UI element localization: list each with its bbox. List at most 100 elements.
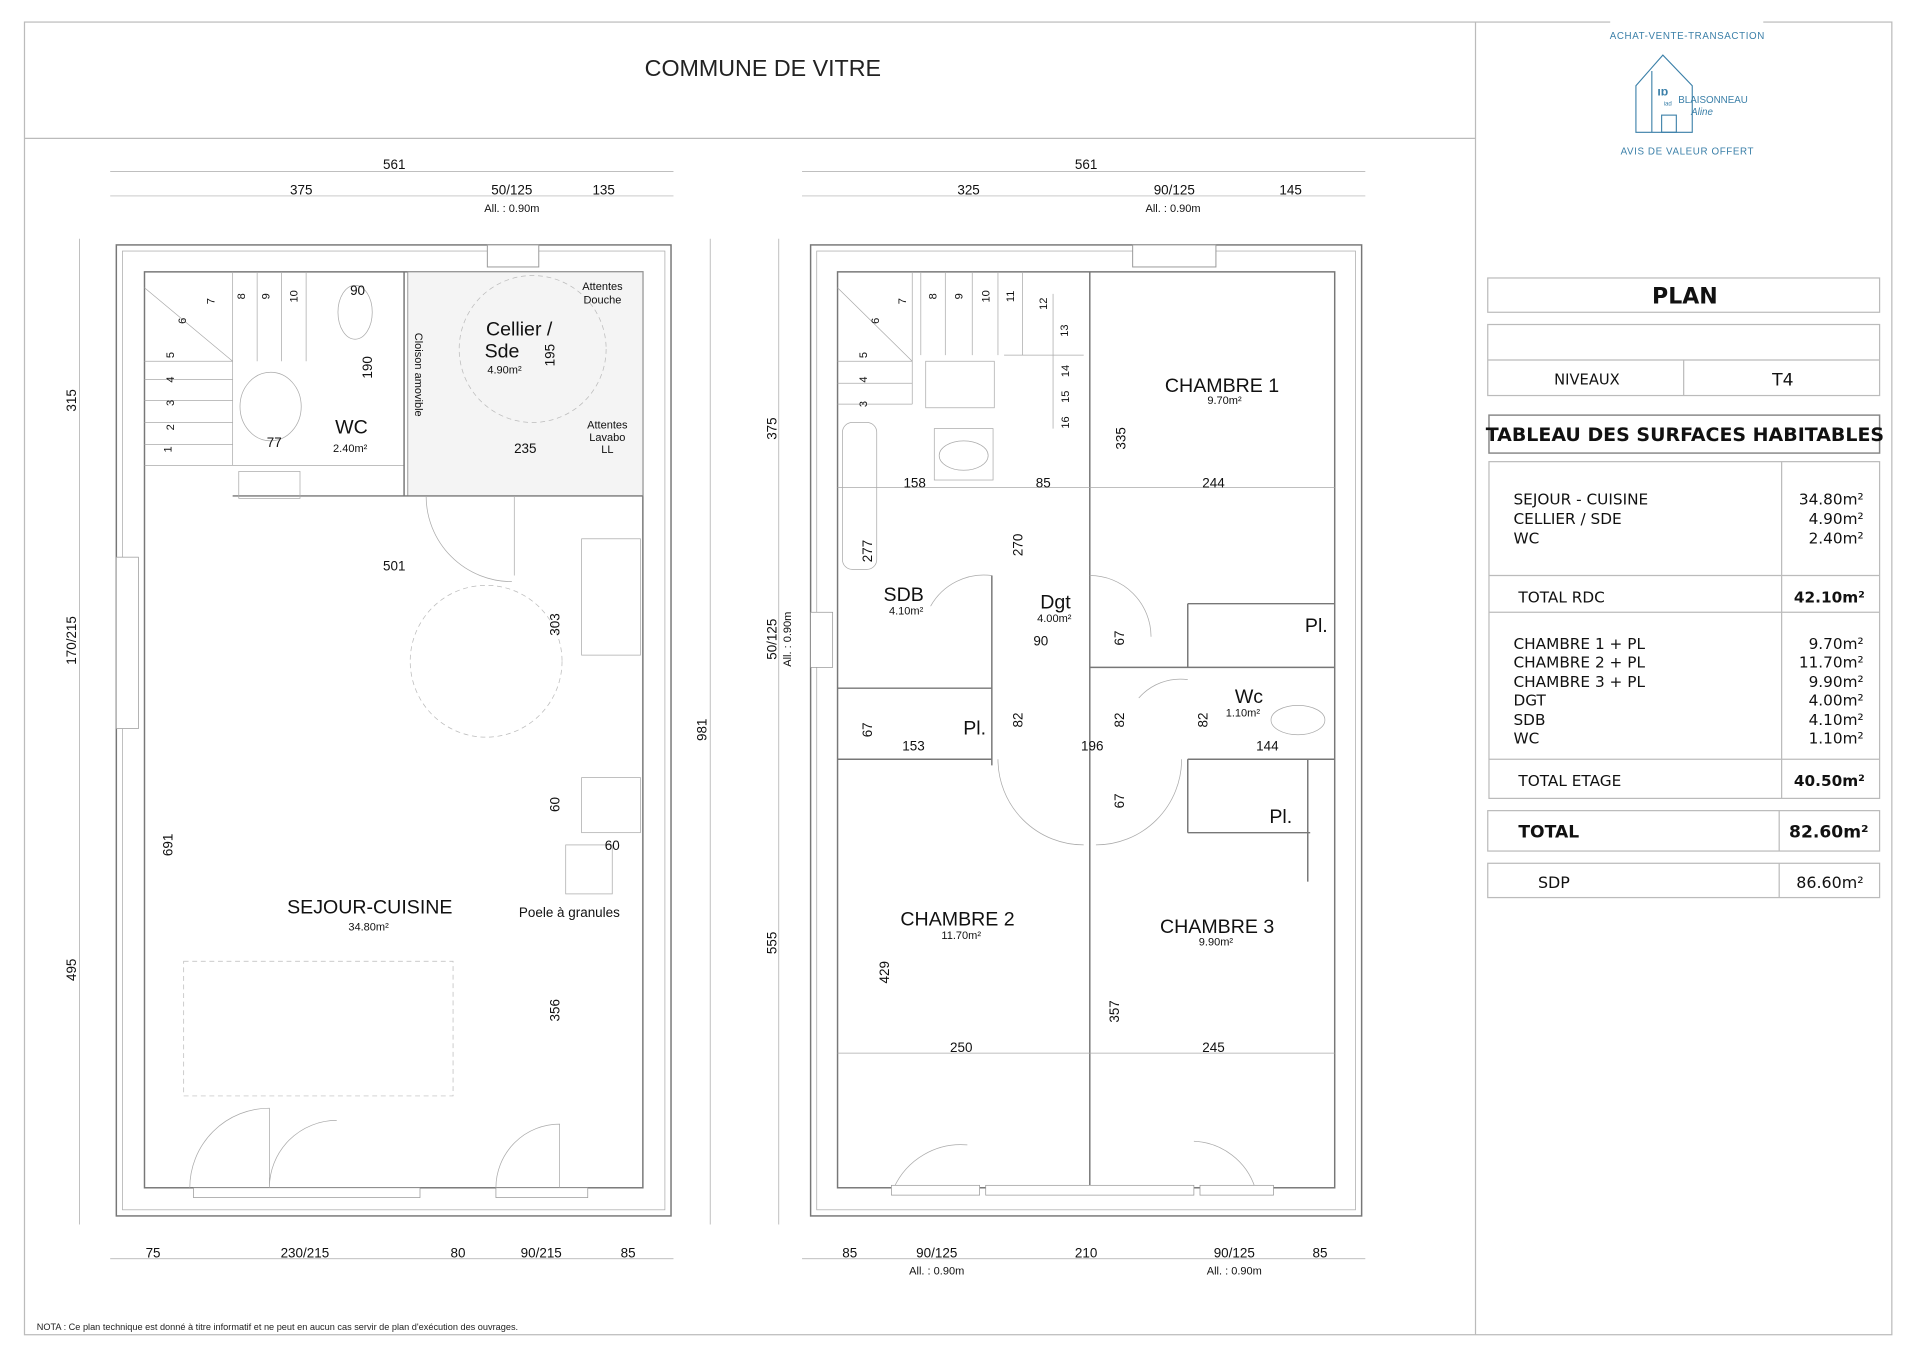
dim-label: 303 — [548, 613, 563, 635]
dim-label: 67 — [1112, 793, 1127, 808]
svg-text:11: 11 — [1005, 291, 1017, 302]
svg-text:5: 5 — [858, 352, 870, 358]
svg-text:3: 3 — [858, 401, 870, 407]
svg-text:CHAMBRE 3 + PL: CHAMBRE 3 + PL — [1513, 673, 1645, 691]
table-title: TABLEAU DES SURFACES HABITABLES — [1486, 424, 1884, 446]
total-etage-value: 40.50m² — [1794, 772, 1865, 790]
dim-label: 77 — [267, 435, 282, 450]
annotation: Attentes — [587, 420, 628, 432]
dim-label: 82 — [1010, 713, 1025, 728]
dim-label: 235 — [514, 441, 536, 456]
annotation: Douche — [583, 295, 621, 307]
room-name-cellier: Cellier / — [486, 319, 553, 341]
partition-label: Cloison amovible — [412, 333, 424, 417]
closet-label: Pl. — [1305, 615, 1328, 637]
dim-label: 60 — [548, 797, 563, 812]
svg-text:Aline: Aline — [1690, 107, 1713, 118]
dim-label: 67 — [860, 722, 875, 737]
svg-text:15: 15 — [1060, 391, 1072, 403]
dim-label: 90/125 — [916, 1246, 957, 1261]
dim-label: 153 — [902, 739, 924, 754]
dim-label: 325 — [957, 183, 979, 198]
room-area: 9.70m² — [1207, 395, 1242, 407]
dim-label: All. : 0.90m — [1146, 203, 1201, 215]
room-area: 4.00m² — [1037, 613, 1072, 625]
svg-text:8: 8 — [928, 293, 940, 299]
nota-text: NOTA : Ce plan technique est donné à tit… — [37, 1322, 518, 1332]
svg-text:10: 10 — [289, 290, 301, 302]
closet-label: Pl. — [963, 718, 986, 740]
dim-label: 90/125 — [1214, 1246, 1255, 1261]
agency-logo: ACHAT-VENTE-TRANSACTION ıɒ iad BLAISONNE… — [1610, 20, 1764, 166]
svg-text:6: 6 — [870, 318, 882, 324]
row-value: 4.90m² — [1809, 510, 1864, 528]
svg-text:13: 13 — [1059, 324, 1071, 336]
stair-numbers: 1 2 3 4 5 6 7 8 9 10 — [162, 290, 300, 452]
dim-label: 555 — [764, 932, 779, 954]
dim-label: 210 — [1075, 1246, 1097, 1261]
svg-text:12: 12 — [1038, 298, 1050, 310]
surface-table-panel: PLAN NIVEAUX T4 TABLEAU DES SURFACES HAB… — [1486, 277, 1884, 899]
upper-floor-plan: 561 325 90/125 145 All. : 0.90m 375 50/1… — [764, 157, 1366, 1278]
dim-label: 135 — [592, 183, 614, 198]
dim-label: 82 — [1112, 713, 1127, 728]
total-value: 82.60m² — [1789, 823, 1869, 843]
svg-text:4.00m²: 4.00m² — [1809, 691, 1864, 709]
dim-label: 501 — [383, 559, 405, 574]
total-label: TOTAL — [1518, 823, 1579, 843]
dim-label: 85 — [1313, 1246, 1328, 1261]
dim-label: 250 — [950, 1040, 972, 1055]
svg-text:4: 4 — [165, 377, 177, 383]
room-name-sdb: SDB — [884, 584, 924, 606]
row-value: 2.40m² — [1809, 530, 1864, 548]
room-name-dgt: Dgt — [1040, 592, 1071, 614]
dim-label: 375 — [290, 183, 312, 198]
room-area: 4.10m² — [889, 606, 924, 618]
room-name-wc: Wc — [1235, 686, 1263, 708]
svg-text:6: 6 — [177, 318, 189, 324]
page-title: COMMUNE DE VITRE — [645, 55, 881, 81]
dim-label: 85 — [621, 1246, 636, 1261]
room-name-sejour: SEJOUR-CUISINE — [287, 896, 452, 918]
dim-label: 75 — [146, 1246, 161, 1261]
dim-label: 90 — [1033, 633, 1048, 648]
dim-label: 245 — [1202, 1040, 1224, 1055]
dim-label: 82 — [1195, 713, 1210, 728]
dim-label: All. : 0.90m — [484, 203, 539, 215]
niveaux-label: NIVEAUX — [1554, 372, 1620, 389]
stair-numbers: 3 4 5 6 7 8 9 10 11 12 13 14 15 16 — [858, 290, 1072, 428]
dim-label: 375 — [764, 417, 779, 439]
svg-text:14: 14 — [1060, 365, 1072, 377]
svg-text:7: 7 — [205, 298, 217, 304]
annotation: Poele à granules — [519, 905, 620, 920]
dim-label: 170/215 — [64, 616, 79, 665]
svg-text:7: 7 — [897, 298, 909, 304]
dim-label: 495 — [64, 959, 79, 981]
room-area: 11.70m² — [941, 930, 981, 942]
room-name-wc: WC — [335, 416, 368, 438]
dim-label: 691 — [161, 834, 176, 856]
total-rdc-value: 42.10m² — [1794, 588, 1865, 606]
svg-text:iad: iad — [1664, 100, 1672, 107]
svg-text:9: 9 — [953, 293, 965, 299]
dim-label: 335 — [1113, 427, 1128, 449]
dim-label: 357 — [1107, 1000, 1122, 1022]
dim-label: 90/215 — [521, 1246, 562, 1261]
room-name-chambre-2: CHAMBRE 2 — [900, 909, 1014, 931]
dim-label: 85 — [1036, 475, 1051, 490]
room-name-cellier: Sde — [485, 341, 520, 363]
svg-text:11.70m²: 11.70m² — [1799, 653, 1864, 671]
svg-text:AVIS DE VALEUR OFFERT: AVIS DE VALEUR OFFERT — [1621, 146, 1755, 157]
room-name-chambre-1: CHAMBRE 1 — [1165, 375, 1279, 397]
dim-label: 50/125 — [491, 183, 532, 198]
dim-label: 80 — [450, 1246, 465, 1261]
dim-label: 195 — [543, 344, 558, 366]
svg-text:SDB: SDB — [1513, 711, 1545, 729]
room-area: 2.40m² — [333, 443, 368, 455]
dim-label: 230/215 — [281, 1246, 330, 1261]
dim-label: 270 — [1010, 534, 1025, 556]
room-area: 9.90m² — [1199, 936, 1234, 948]
rdc-rows: SEJOUR - CUISINE 34.80m² CELLIER / SDE 4… — [1513, 491, 1863, 548]
